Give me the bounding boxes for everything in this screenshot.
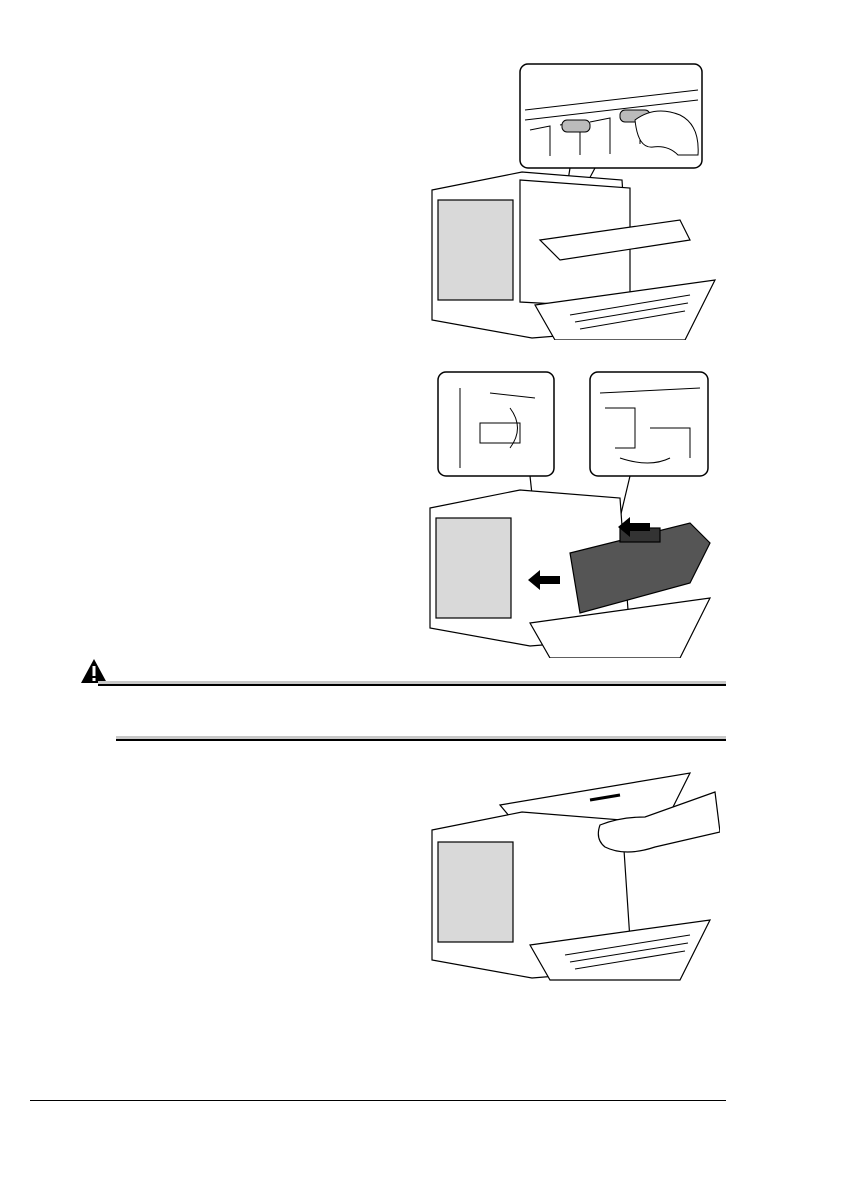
caution-bottom-rule [116,739,726,741]
figure-clean-rollers [420,60,720,340]
figure-close-cover [420,770,720,985]
printer-cartridge-illustration [420,368,720,658]
figure-insert-cartridge [420,368,720,658]
footer-rule [30,1100,726,1101]
printer-cleaning-illustration [420,60,720,340]
printer-close-cover-illustration [420,770,720,985]
caution-top-rule [98,684,726,686]
